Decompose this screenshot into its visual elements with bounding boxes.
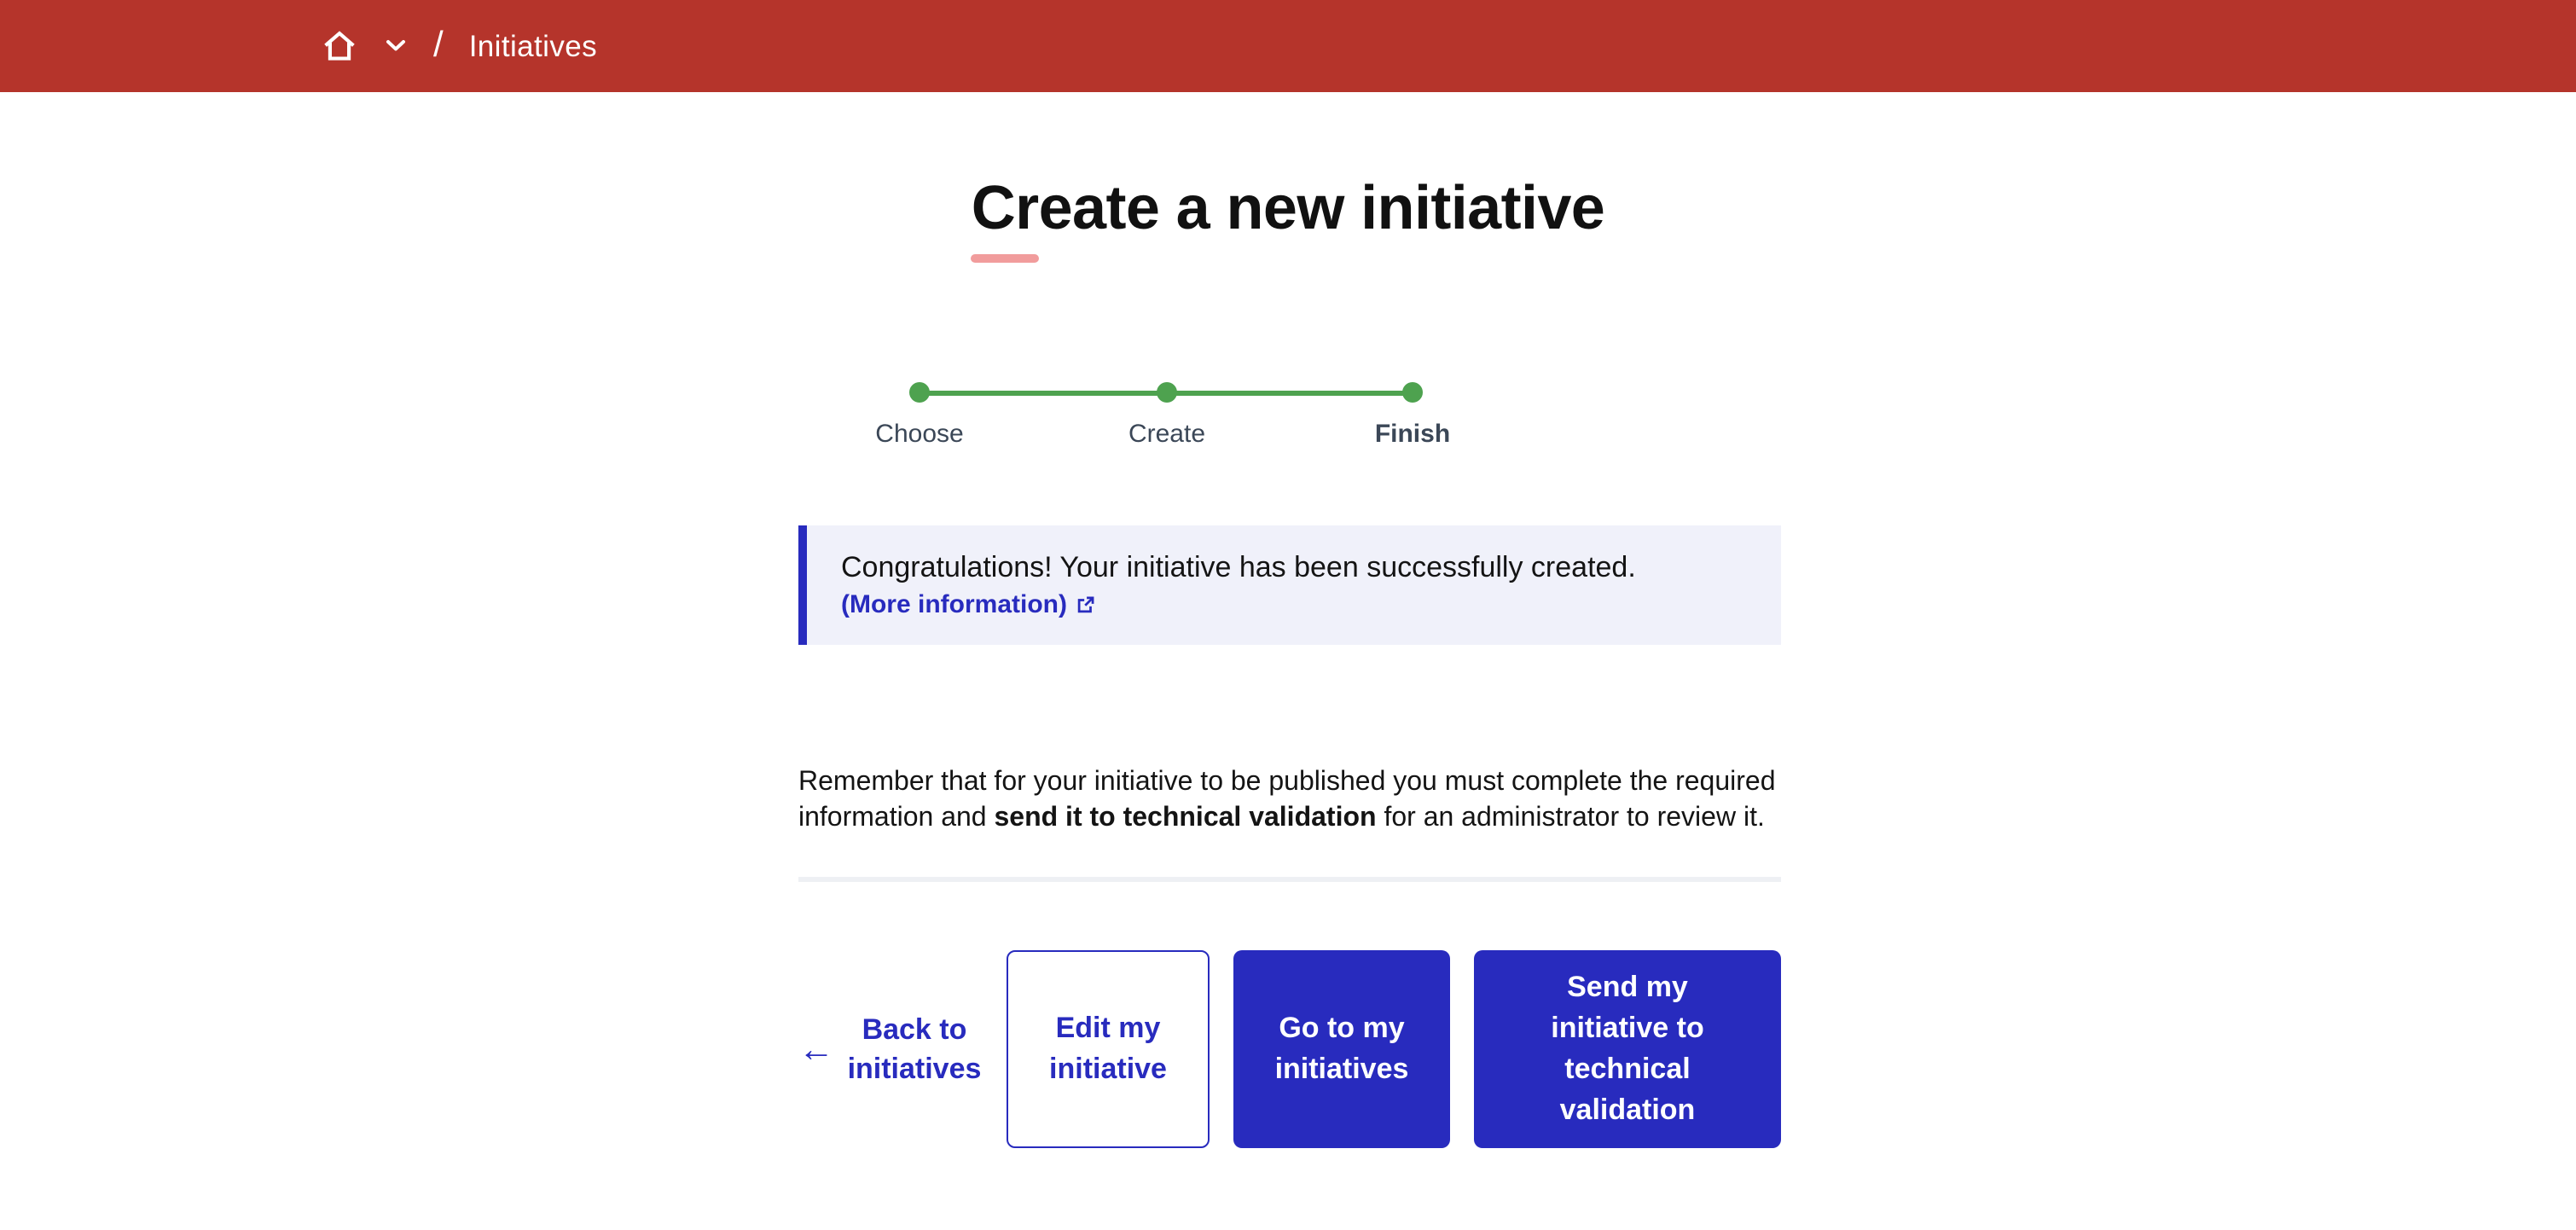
chevron-down-icon (386, 39, 406, 53)
alert-message: Congratulations! Your initiative has bee… (841, 551, 1636, 583)
arrow-left-icon: ← (798, 1030, 834, 1069)
breadcrumb-dropdown-toggle[interactable] (386, 39, 406, 53)
step-dot-icon (1402, 382, 1423, 403)
title-section: Create a new initiative (0, 172, 2576, 263)
more-information-link[interactable]: (More information) (841, 587, 1747, 623)
home-button[interactable] (322, 29, 357, 63)
reminder-line-2: information and send it to technical val… (798, 800, 1822, 836)
stepper-step-choose: Choose (817, 382, 1022, 449)
success-alert: Congratulations! Your initiative has bee… (798, 525, 1781, 645)
home-icon (322, 29, 357, 63)
step-label: Create (1128, 420, 1206, 449)
step-label: Choose (875, 420, 964, 449)
step-dot-icon (1157, 382, 1177, 403)
step-label: Finish (1374, 420, 1451, 449)
stepper-step-create: Create (1065, 382, 1269, 449)
title-underline-accent (971, 254, 1040, 263)
top-navigation-bar: / Initiatives (0, 0, 2576, 92)
reminder-line-2-post: for an administrator to review it. (1376, 804, 1765, 833)
reminder-text: Remember that for your initiative to be … (798, 764, 1822, 836)
breadcrumb-separator: / (433, 26, 444, 65)
reminder-line-2-pre: information and (798, 804, 995, 833)
external-link-icon (1076, 595, 1094, 614)
step-dot-icon (909, 382, 930, 403)
breadcrumb-item-initiatives[interactable]: Initiatives (468, 28, 597, 62)
more-information-link-label: (More information) (841, 590, 1067, 619)
reminder-line-1: Remember that for your initiative to be … (798, 768, 1776, 797)
reminder-line-2-bold: send it to technical validation (994, 804, 1377, 833)
stepper-step-finish: Finish (1310, 382, 1515, 449)
wizard-stepper: Choose Create Finish (0, 382, 2576, 484)
page-title: Create a new initiative (971, 172, 1605, 242)
section-divider (798, 877, 1781, 882)
